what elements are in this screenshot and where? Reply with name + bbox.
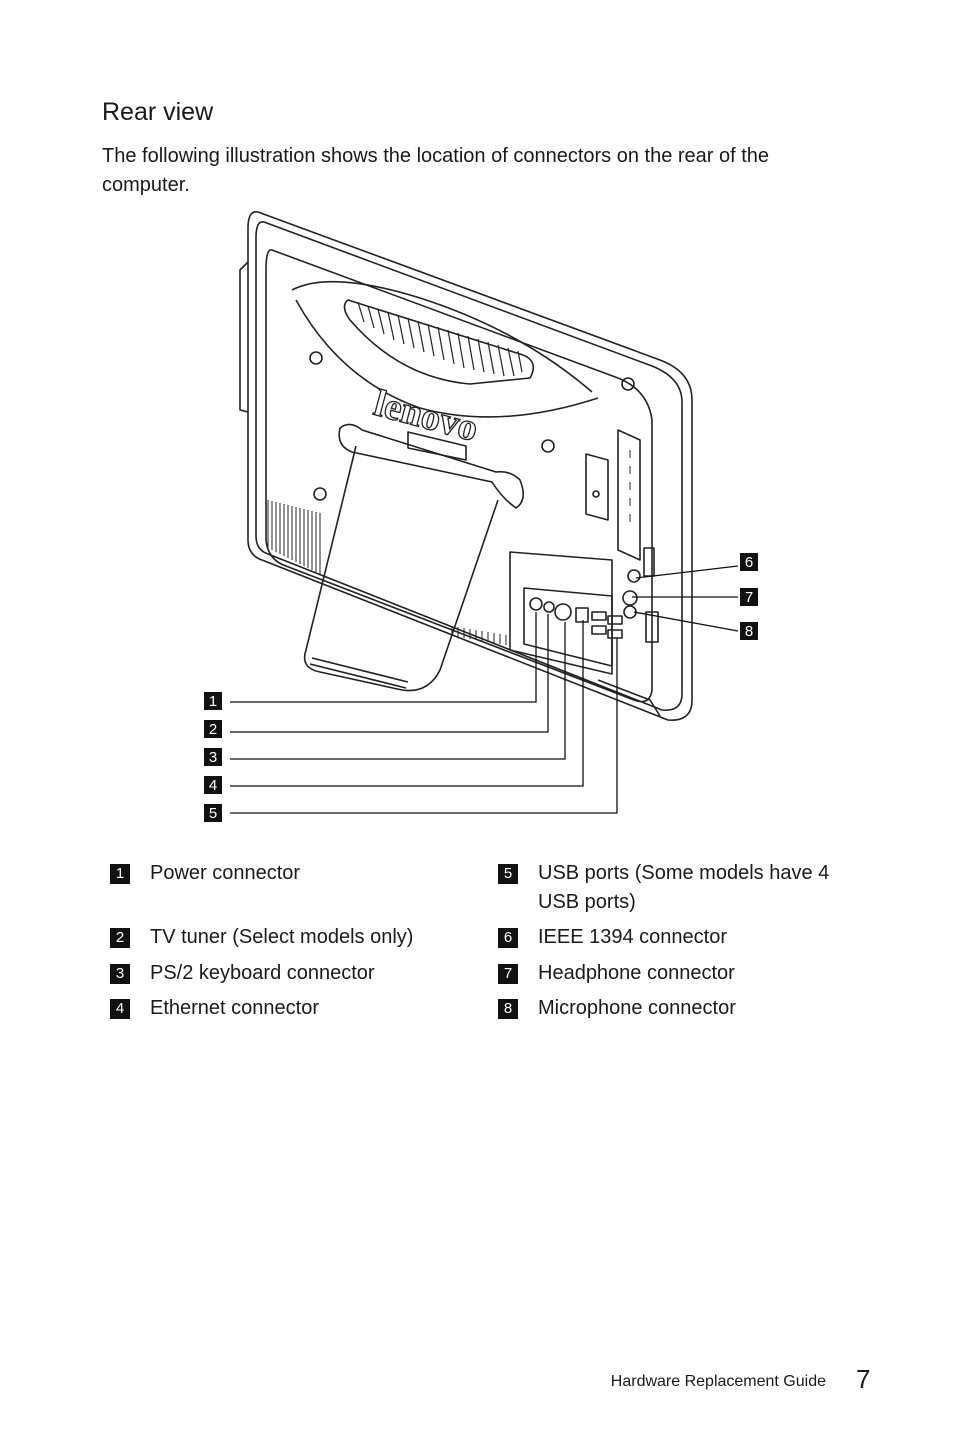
- callout-6: 6: [740, 553, 758, 571]
- page-number: 7: [856, 1364, 871, 1394]
- svg-text:4: 4: [209, 777, 217, 794]
- section-title: Rear view: [102, 98, 214, 126]
- callout-2: 2: [204, 720, 222, 738]
- svg-text:5: 5: [209, 805, 217, 822]
- callout-8: 8: [740, 622, 758, 640]
- footer-guide-title: Hardware Replacement Guide: [610, 1373, 826, 1390]
- svg-text:1: 1: [209, 693, 217, 710]
- svg-text:2: 2: [209, 721, 217, 738]
- svg-text:3: 3: [209, 749, 217, 766]
- svg-text:8: 8: [745, 623, 753, 640]
- callout-3: 3: [204, 748, 222, 766]
- callout-5: 5: [204, 804, 222, 822]
- callout-7: 7: [740, 588, 758, 606]
- intro-paragraph: The following illustration shows the loc…: [102, 145, 770, 196]
- svg-text:7: 7: [745, 589, 753, 606]
- callout-1: 1: [204, 692, 222, 710]
- lenovo-logo: lenovo: [370, 382, 483, 450]
- callout-4: 4: [204, 776, 222, 794]
- svg-text:6: 6: [745, 554, 753, 571]
